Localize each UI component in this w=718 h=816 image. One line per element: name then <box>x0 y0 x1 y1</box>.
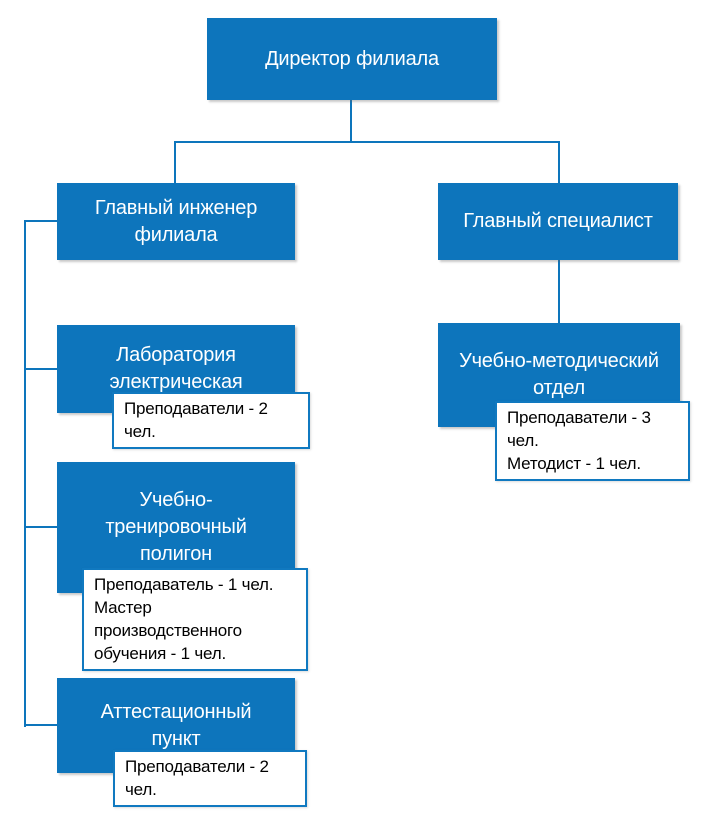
connector-methodical-drop <box>558 260 560 323</box>
node-chief-engineer: Главный инженер филиала <box>57 183 295 260</box>
connector-left-spine <box>24 220 26 727</box>
connector-specialist-drop <box>558 141 560 183</box>
node-chief-specialist: Главный специалист <box>438 183 678 260</box>
note-attestation-point-staff: Преподаватели - 2 чел. <box>113 750 307 807</box>
connector-stub-attestation <box>24 724 58 726</box>
note-lab-electrical-staff: Преподаватели - 2 чел. <box>112 392 310 449</box>
note-training-polygon-staff: Преподаватель - 1 чел. Мастер производст… <box>82 568 308 671</box>
note-methodical-dept-staff: Преподаватели - 3 чел. Методист - 1 чел. <box>495 401 690 481</box>
connector-stub-engineer <box>24 220 58 222</box>
connector-stub-polygon <box>24 526 58 528</box>
connector-engineer-drop <box>174 141 176 183</box>
connector-stub-lab <box>24 368 58 370</box>
connector-row-horizontal <box>174 141 560 143</box>
node-director: Директор филиала <box>207 18 497 100</box>
connector-director-drop <box>350 100 352 143</box>
